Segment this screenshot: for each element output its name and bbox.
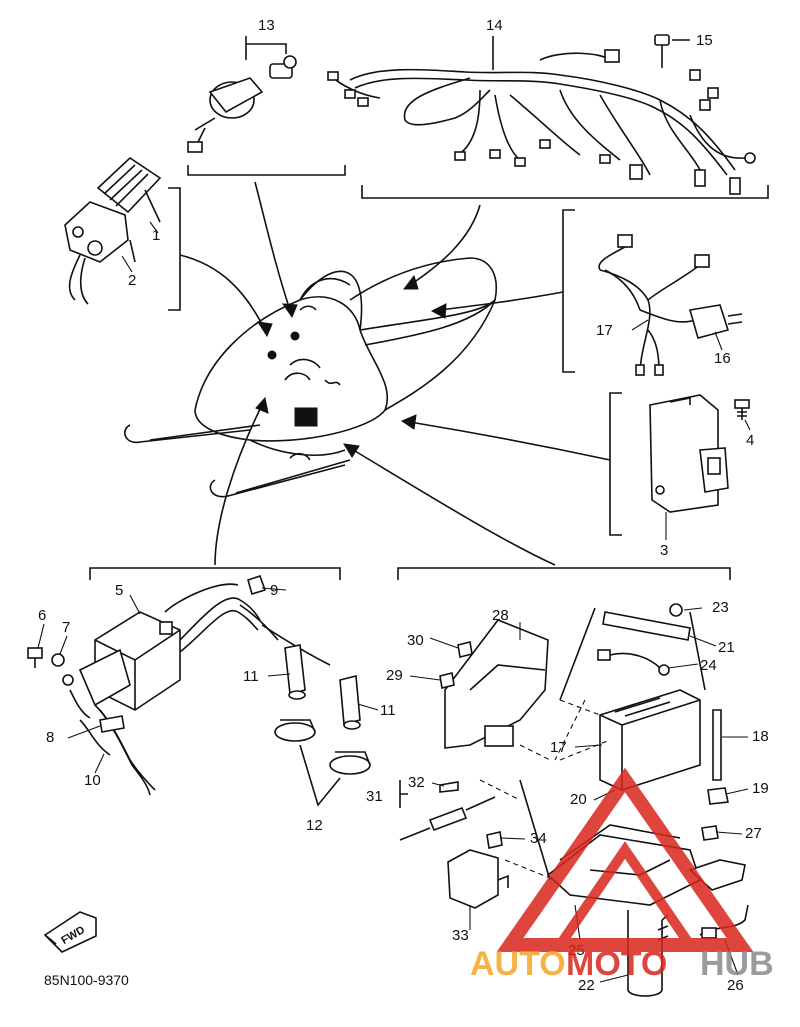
part-12-plug-covers — [274, 719, 371, 807]
callout-10: 10 — [84, 772, 101, 789]
callout-12: 12 — [306, 817, 323, 834]
callout-22: 21 — [718, 639, 735, 656]
part-29-30-31-battery-cover — [439, 619, 549, 749]
automotohub-watermark: AUTO MOTO HUB — [470, 767, 774, 983]
watermark-word-auto: AUTO — [470, 945, 566, 983]
callout-1: 1 — [152, 227, 160, 244]
pointer-arrows — [179, 181, 611, 566]
callout-31: 30 — [407, 632, 424, 649]
callout-33: 32 — [408, 774, 425, 791]
part-18-battery — [599, 689, 701, 791]
part-3-cdi-unit — [649, 394, 729, 513]
part-11-plug-caps — [239, 604, 361, 730]
callout-28: 27 — [745, 825, 762, 842]
callout-25: 24 — [700, 657, 717, 674]
part-5-ignition-coil — [78, 583, 261, 711]
callout-21: 20 — [570, 791, 587, 808]
callout-29: 28 — [492, 607, 509, 624]
part-14-wire-harness — [327, 36, 756, 195]
callout-23: 22 — [578, 977, 595, 994]
callout-4: 4 — [746, 432, 754, 449]
part-15-key — [654, 34, 690, 68]
callout-11b: 11 — [380, 702, 396, 719]
part-13-ignition-switch — [187, 36, 297, 153]
callout-34: 33 — [452, 927, 469, 944]
callout-14: 14 — [486, 17, 503, 34]
part-19-20-vent-hose — [707, 709, 729, 805]
callout-11a: 11 — [243, 668, 259, 685]
part-4-bolt — [734, 399, 750, 420]
part-22-24-band — [559, 603, 706, 701]
part-6-7-bolt-washer — [27, 647, 65, 668]
callout-7: 7 — [62, 619, 70, 636]
part-8-10-lead-clamp — [62, 674, 156, 796]
callout-24: 23 — [712, 599, 729, 616]
callout-27: 26 — [727, 977, 744, 994]
callout-20: 19 — [752, 780, 769, 797]
drawing-code: 85N100-9370 — [44, 972, 129, 988]
callout-17: 17 — [596, 322, 613, 339]
dashed-leader-lines — [479, 699, 611, 881]
part-25-lead — [597, 649, 670, 676]
callout-15: 15 — [696, 32, 713, 49]
part-9-clip — [247, 574, 267, 596]
callout-5: 5 — [115, 582, 123, 599]
callout-3: 3 — [660, 542, 668, 559]
watermark-word-moto: MOTO — [566, 945, 667, 983]
part-16-17-switch-harness — [598, 234, 743, 376]
callout-13: 13 — [258, 17, 275, 34]
callout-30: 29 — [386, 667, 403, 684]
callout-16: 16 — [714, 350, 731, 367]
callout-8: 8 — [46, 729, 54, 746]
group-brackets — [89, 165, 769, 580]
watermark-word-hub: HUB — [700, 945, 774, 983]
callout-35: 34 — [530, 830, 547, 847]
part-34-35-relay — [447, 831, 509, 909]
forward-direction-badge: FWD — [43, 911, 97, 953]
callout-2: 2 — [128, 272, 136, 289]
snowmobile-outline — [124, 257, 497, 498]
callout-9: 9 — [270, 582, 278, 599]
part-1-2-handlebar-switch — [64, 156, 162, 305]
callout-32: 31 — [366, 788, 383, 805]
callout-6: 6 — [38, 607, 46, 624]
callout-19: 18 — [752, 728, 769, 745]
callout-18: 17 — [550, 739, 567, 756]
part-32-33-fuse-holder — [399, 780, 496, 841]
